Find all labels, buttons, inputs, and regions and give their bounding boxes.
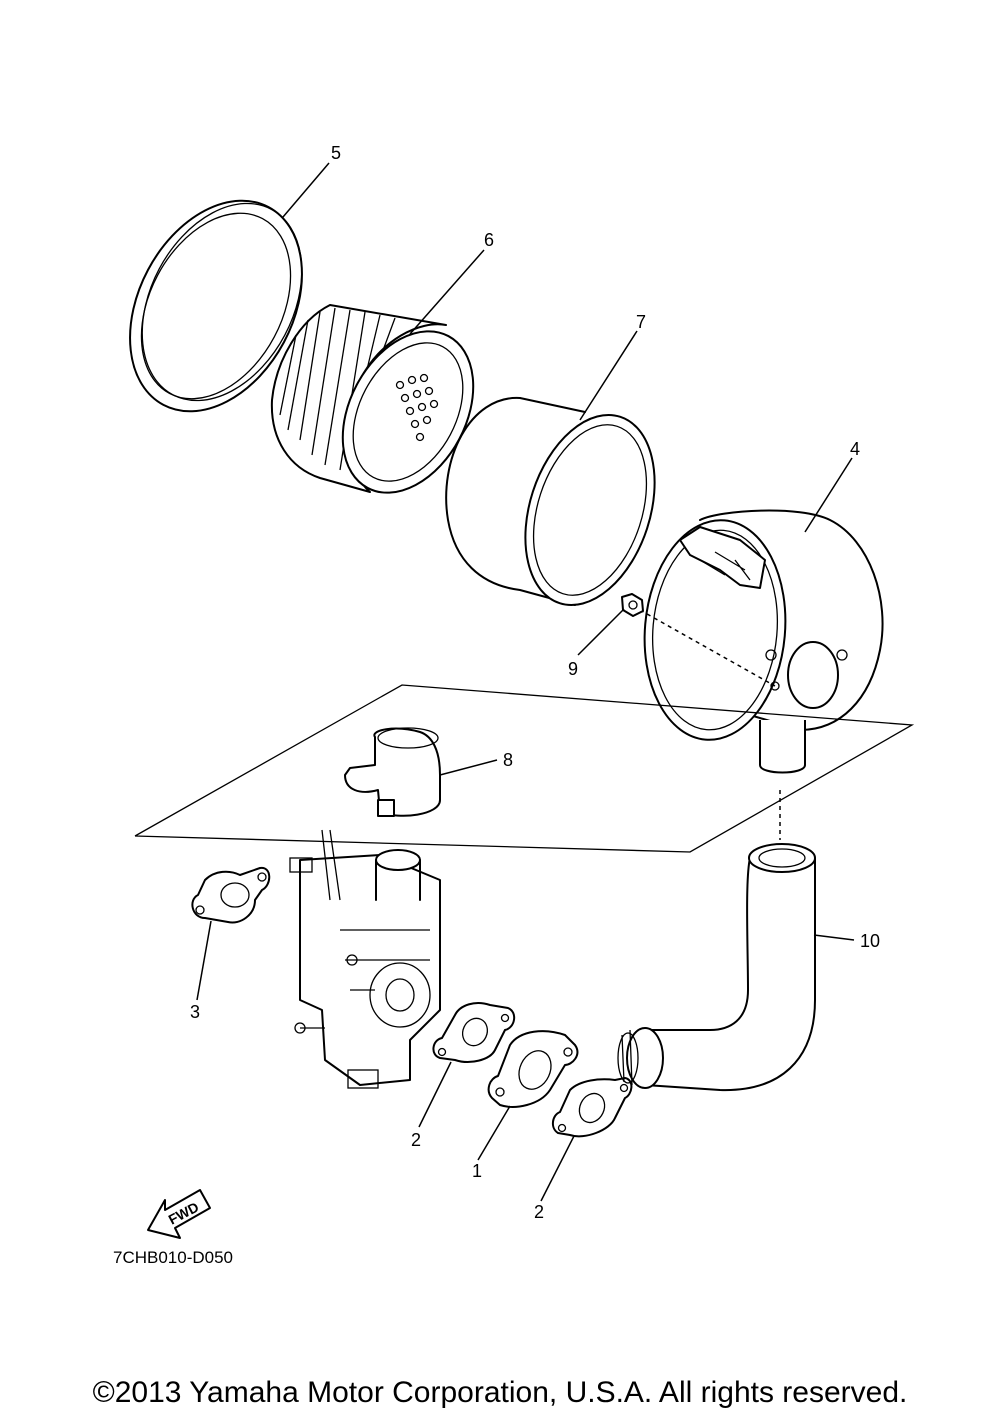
- leader-lines: [196, 162, 855, 1202]
- callout-10: 10: [860, 931, 880, 951]
- callout-7: 7: [636, 312, 646, 332]
- callout-3: 3: [190, 1002, 200, 1022]
- part-7-foam-sleeve: [445, 396, 656, 607]
- part-2-gasket-lower: [552, 1077, 633, 1138]
- callout-1: 1: [472, 1161, 482, 1181]
- callout-6: 6: [484, 230, 494, 250]
- part-4-air-cleaner-case: [639, 509, 884, 774]
- part-10-intake-hose: [617, 843, 816, 1092]
- carburetor: [289, 829, 441, 1089]
- diagram-code: 7CHB010-D050: [113, 1248, 233, 1267]
- callout-8: 8: [503, 750, 513, 770]
- part-2-gasket-upper: [432, 1002, 516, 1063]
- part-1-insulator: [487, 1030, 579, 1108]
- fwd-direction-arrow: FWD: [147, 1189, 211, 1239]
- callout-5: 5: [331, 143, 341, 163]
- part-8-holder: [344, 727, 441, 817]
- callout-4: 4: [850, 439, 860, 459]
- callout-2-upper: 2: [411, 1130, 421, 1150]
- callout-2-lower: 2: [534, 1202, 544, 1222]
- part-6-filter-element: [270, 304, 475, 494]
- assembly-frame: [134, 684, 915, 853]
- part-9-nut: [621, 593, 644, 617]
- callout-9: 9: [568, 659, 578, 679]
- part-3-gasket: [191, 866, 271, 924]
- part-5-filter-band: [129, 199, 303, 413]
- copyright-notice: ©2013 Yamaha Motor Corporation, U.S.A. A…: [92, 1376, 908, 1409]
